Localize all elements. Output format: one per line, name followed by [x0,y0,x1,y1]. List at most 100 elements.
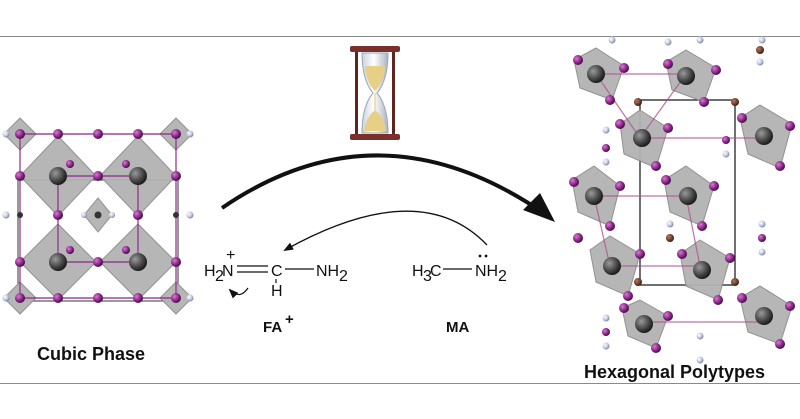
iodine-atom [93,257,103,267]
carbon-atom [17,212,23,218]
iodine-atom [573,233,583,243]
hydrogen-atom [109,212,115,218]
lead-atom [603,257,621,275]
hydrogen-atom [2,294,10,302]
lead-atom [755,307,773,325]
fa-carbon: C [271,263,283,280]
iodine-atom [605,221,615,231]
iodine-atom [93,129,103,139]
ma-h3c-sub: 3 [423,268,432,285]
iodine-atom [737,113,747,123]
fa-nh2-sub: 2 [339,268,348,285]
cation-atom [634,278,642,286]
carbon-atom [94,211,102,219]
hydrogen-atom [696,356,704,364]
lead-atom [49,253,67,271]
fa-hydrogen: H [271,283,283,300]
iodine-atom [573,55,583,65]
iodine-atom [635,249,645,259]
iodine-atom [171,257,181,267]
iodine-atom [133,210,143,220]
iodine-atom [602,328,610,336]
iodine-atom [619,303,629,313]
hydrogen-atom [2,211,10,219]
iodine-atom [775,161,785,171]
iodine-atom [713,295,723,305]
hydrogen-atom [664,38,672,46]
iodine-atom [725,253,735,263]
hydrogen-atom [758,220,766,228]
ma-nh2-text: NH [475,263,498,280]
hydrogen-atom [696,332,704,340]
ma-nh2-sub: 2 [498,268,507,285]
ma-h3c-h: H [412,263,424,280]
iodine-atom [133,129,143,139]
hydrogen-atom [758,248,766,256]
fa-h2n-sub: 2 [215,268,224,285]
lead-atom [49,167,67,185]
cation-atom [634,98,642,106]
hexagonal-polytypes-label: Hexagonal Polytypes [584,362,766,382]
iodine-atom [722,136,730,144]
iodine-atom [709,181,719,191]
iodine-atom [133,293,143,303]
hydrogen-atom [722,150,730,158]
ma-label: MA [446,319,469,336]
bottom-divider [0,383,800,384]
iodine-atom [122,160,130,168]
iodine-atom [93,293,103,303]
hydrogen-atom [666,220,674,228]
iodine-atom [699,97,709,107]
iodine-atom [661,175,671,185]
lead-atom [693,261,711,279]
hydrogen-atom [186,294,194,302]
ma-carbon: C [430,263,442,280]
iodine-atom [122,246,130,254]
fa-nitrogen: N [222,263,234,280]
iodine-atom [785,301,795,311]
iodine-atom [605,95,615,105]
iodine-atom [663,123,673,133]
iodine-atom [651,343,661,353]
iodine-atom [15,257,25,267]
lead-atom [679,187,697,205]
curved-arrow-icon [220,153,547,216]
iodine-atom [663,59,673,69]
lead-atom [635,315,653,333]
top-divider [0,36,800,37]
iodine-atom [171,171,181,181]
iodine-atom [677,249,687,259]
iodine-atom [737,293,747,303]
lead-atom [129,253,147,271]
iodine-atom [15,129,25,139]
cation-atom [756,46,764,54]
hydrogen-atom [602,158,610,166]
iodine-atom [711,65,721,75]
hydrogen-atom [602,126,610,134]
iodine-atom [697,221,707,231]
iodine-atom [66,246,74,254]
iodine-atom [171,129,181,139]
lead-atom [129,167,147,185]
hydrogen-atom [186,130,194,138]
iodine-atom [615,119,625,129]
lead-atom [587,65,605,83]
hydrogen-atom [602,342,610,350]
hydrogen-atom [696,36,704,44]
iodine-atom [775,339,785,349]
hydrogen-atom [186,211,194,219]
lead-atom [755,127,773,145]
iodine-atom [53,210,63,220]
iodine-atom [619,63,629,73]
iodine-atom [171,293,181,303]
iodine-atom [93,171,103,181]
fa-label-charge: + [285,311,294,328]
lead-atom [633,129,651,147]
iodine-atom [651,161,661,171]
fa-molecule: H 2 N + C H NH 2 [204,247,348,300]
electron-arrow-icon [228,287,249,299]
cation-atom [731,278,739,286]
iodine-atom [663,311,673,321]
lone-pair [478,254,482,258]
iodine-atom [15,171,25,181]
